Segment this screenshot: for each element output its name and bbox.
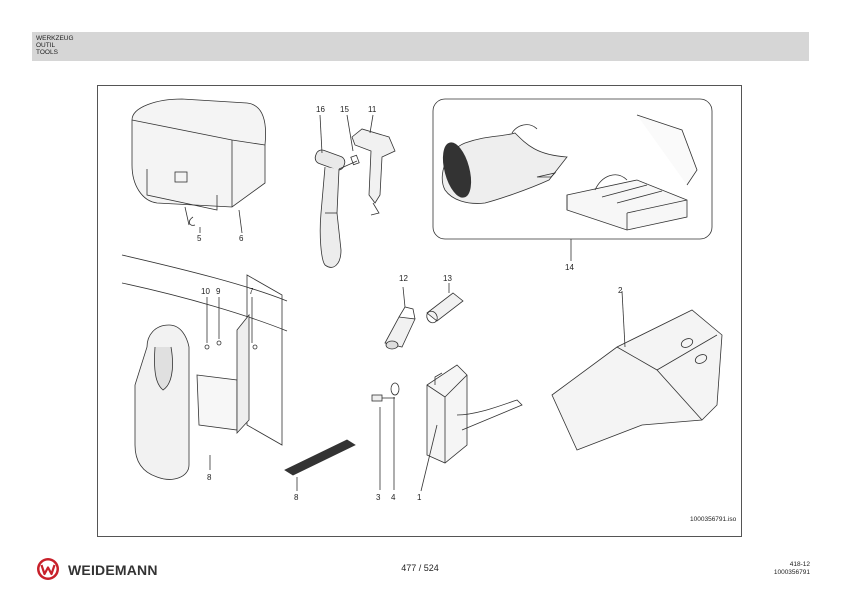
title-en: TOOLS <box>36 49 58 56</box>
bracket-11-drawing <box>351 114 396 216</box>
rubber-strip-drawing <box>284 439 356 491</box>
callout-12: 12 <box>399 274 408 283</box>
title-de: WERKZEUG <box>36 35 74 42</box>
callout-5: 5 <box>197 234 202 243</box>
callout-14: 14 <box>565 263 574 272</box>
callout-1: 1 <box>417 493 422 502</box>
holder-1-drawing <box>420 364 523 492</box>
figure-frame <box>97 85 742 537</box>
ratchet-handle-drawing <box>314 114 346 268</box>
brand-name: WEIDEMANN <box>68 562 158 578</box>
callout-8-strip: 8 <box>294 493 299 502</box>
callout-11: 11 <box>368 105 377 114</box>
callout-10: 10 <box>201 287 210 296</box>
section-title: WERKZEUG OUTIL TOOLS <box>36 35 74 56</box>
callout-9: 9 <box>216 287 221 296</box>
parts-drawing: 16 15 11 5 6 14 12 13 10 9 7 2 8 8 3 4 1… <box>121 98 737 523</box>
page-number: 477 / 524 <box>401 563 439 573</box>
doc-number: 1000356791 <box>773 568 810 576</box>
doc-code: 418-12 <box>789 561 810 568</box>
cover-2-drawing <box>551 290 723 451</box>
document-reference: 418-12 1000356791 <box>774 561 810 576</box>
callout-2: 2 <box>618 286 623 295</box>
coupling-12-drawing <box>384 286 416 350</box>
screw-washer-drawing <box>371 382 400 490</box>
section-header: WERKZEUG OUTIL TOOLS <box>32 32 809 61</box>
callout-4: 4 <box>391 493 396 502</box>
weidemann-logo-icon <box>37 558 59 580</box>
wall-bracket-drawing <box>121 254 288 480</box>
bolt-15-drawing <box>338 114 360 170</box>
callout-15: 15 <box>340 105 349 114</box>
callout-13: 13 <box>443 274 452 283</box>
callout-16: 16 <box>316 105 325 114</box>
tool-kit-frame-drawing <box>432 98 713 261</box>
title-fr: OUTIL <box>36 42 56 49</box>
callout-3: 3 <box>376 493 381 502</box>
callout-8-bracket: 8 <box>207 473 212 482</box>
tool-box-drawing <box>131 98 266 234</box>
callout-7: 7 <box>249 287 254 296</box>
sleeve-13-drawing <box>426 283 464 324</box>
image-id: 1000356791.iso <box>690 516 737 523</box>
callout-6: 6 <box>239 234 244 243</box>
